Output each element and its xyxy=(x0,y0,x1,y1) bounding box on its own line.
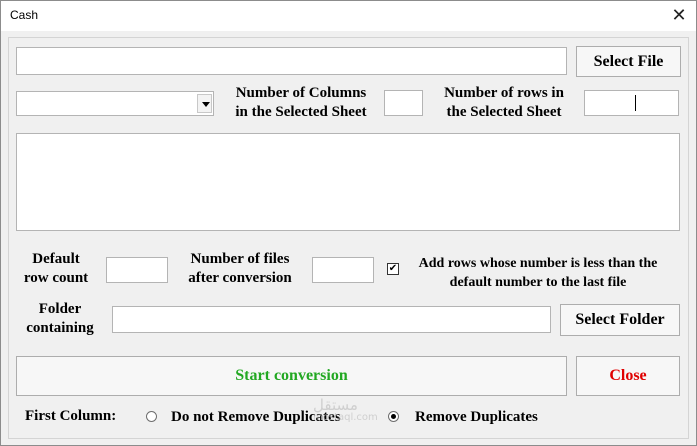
rows-count-field[interactable] xyxy=(584,90,679,116)
window-title: Cash xyxy=(10,8,39,22)
folder-path-input[interactable] xyxy=(112,306,551,333)
rows-label-line1: Number of rows in xyxy=(444,85,564,101)
rows-label-line2: the Selected Sheet xyxy=(446,104,562,120)
default-label-line2: row count xyxy=(23,270,89,286)
add-rows-checkbox[interactable]: ✔ xyxy=(387,263,399,275)
radio-label-do-not-remove: Do not Remove Duplicates xyxy=(171,409,341,425)
default-label-line1: Default xyxy=(32,251,80,267)
folder-label-line1: Folder xyxy=(38,301,82,317)
columns-label-line1: Number of Columns xyxy=(235,85,367,101)
text-cursor xyxy=(635,95,636,111)
first-column-label: First Column: xyxy=(25,408,117,424)
columns-count-label: Number of Columns in the Selected Sheet xyxy=(220,84,382,122)
columns-label-line2: in the Selected Sheet xyxy=(235,104,367,120)
start-conversion-button[interactable]: Start conversion xyxy=(16,356,567,396)
files-label-line2: after conversion xyxy=(188,270,292,286)
add-rows-label-line1: Add rows whose number is less than the xyxy=(418,256,658,271)
folder-label-line2: containing xyxy=(26,320,94,336)
title-bar xyxy=(1,1,696,31)
radio-do-not-remove-duplicates[interactable] xyxy=(146,411,157,422)
radio-remove-duplicates[interactable] xyxy=(388,411,399,422)
folder-containing-label: Folder containing xyxy=(14,300,106,338)
default-row-count-field[interactable] xyxy=(106,257,168,283)
files-after-conversion-field[interactable] xyxy=(312,257,374,283)
sheet-select[interactable] xyxy=(16,91,214,116)
add-rows-label-line2: default number to the last file xyxy=(449,275,627,290)
select-folder-button[interactable]: Select Folder xyxy=(560,304,680,336)
watermark-subtext: mostaql.com xyxy=(313,412,378,423)
output-textarea[interactable] xyxy=(16,133,680,231)
select-file-button[interactable]: Select File xyxy=(576,46,681,77)
watermark-logo: مستقل mostaql.com xyxy=(313,396,378,424)
window-close-button[interactable]: ✕ xyxy=(671,5,687,25)
files-label-line1: Number of files xyxy=(190,251,290,267)
columns-count-field[interactable] xyxy=(384,90,423,116)
close-button[interactable]: Close xyxy=(576,356,680,396)
watermark-text: مستقل xyxy=(313,396,358,414)
file-path-input[interactable] xyxy=(16,47,567,75)
default-row-count-label: Default row count xyxy=(14,250,98,288)
files-after-conversion-label: Number of files after conversion xyxy=(176,250,304,288)
rows-count-label: Number of rows in the Selected Sheet xyxy=(430,84,578,122)
checkmark-icon: ✔ xyxy=(388,263,398,274)
add-rows-label: Add rows whose number is less than the d… xyxy=(402,254,674,292)
radio-label-remove: Remove Duplicates xyxy=(415,409,538,425)
chevron-down-icon[interactable] xyxy=(197,94,212,113)
